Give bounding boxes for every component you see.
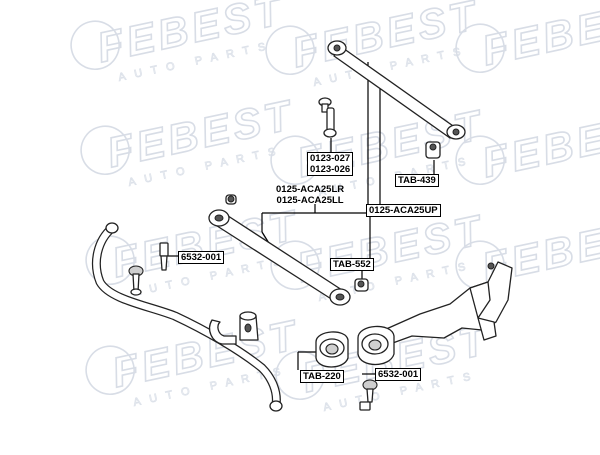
svg-text:FEBEST: FEBEST [478,0,600,74]
stabilizer-clamp-icon [208,311,259,345]
callout-bolt-left: 6532-001 [178,251,225,264]
callout-bushing-knuckle: TAB-220 [300,370,344,383]
upper-arm-icon [327,40,466,140]
bolt-icon [128,242,169,296]
callout-upper-arm: 0125-ACA25UP [366,204,441,217]
callout-bushing-upper: TAB-439 [395,174,439,187]
part-number-link-upper-b: 0123-026 [310,164,351,175]
stabilizer-link-icon [318,97,337,138]
part-number-arm-lower-a: 0125-ACA25LR [276,184,345,195]
watermark: FEBEST AUTO PARTS [80,90,299,189]
callout-lower-arm: 0125-ACA25LR 0125-ACA25LL [276,184,344,206]
part-number-arm-lower-b: 0125-ACA25LL [276,195,344,206]
callout-bolt-right: 6532-001 [375,368,422,381]
bolt-icon [359,379,378,411]
bushing-icon [315,331,349,368]
svg-text:FEBEST: FEBEST [478,101,600,186]
lower-arm-icon [208,209,351,306]
stabilizer-bar-icon [92,222,283,412]
bushing-icon [425,141,441,159]
watermark: FEBEST AUTO PARTS [70,0,289,84]
callout-end-link: 0123-027 0123-026 [307,152,354,176]
bushing-icon [225,194,237,205]
part-number-link-upper-a: 0123-027 [310,153,351,164]
knuckle-bracket-icon [383,261,513,345]
bushing-icon [357,325,395,366]
callout-bushing-arm: TAB-552 [330,258,374,271]
bushing-icon [354,278,369,292]
